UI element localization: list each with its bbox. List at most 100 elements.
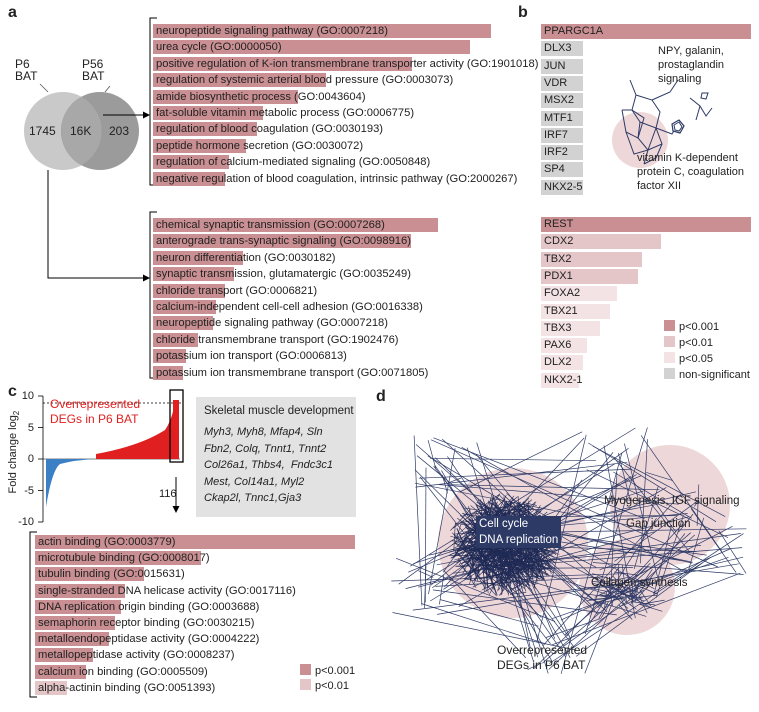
go-term-label: metallopeptidase activity (GO:0008237): [38, 649, 235, 662]
tf-item-row: TBX2: [541, 251, 642, 267]
go-term-bar: [153, 332, 198, 347]
cluster-1-label: Cell cycle DNA replication: [476, 516, 562, 548]
tf-item-label: DLX2: [544, 356, 572, 369]
go-term-label: negative regulation of blood coagulation…: [156, 172, 518, 185]
legend-label: p<0.001: [679, 321, 720, 333]
go-term-bar: [153, 40, 470, 55]
go-term-bar: [153, 267, 234, 282]
go-term-row: synaptic transmission, glutamatergic (GO…: [153, 267, 411, 282]
legend-label: p<0.01: [679, 337, 713, 349]
panel-b-note-2: vitamin K-dependent protein C, coagulati…: [637, 152, 745, 192]
tf-item-label: IRF7: [544, 128, 568, 141]
go-term-bar: [35, 551, 201, 566]
tf-item-bar: [541, 320, 600, 336]
tf-item-row: IRF7: [541, 127, 583, 143]
tf-item-label: PAX6: [544, 339, 572, 352]
tf-item-row: REST: [541, 217, 751, 232]
go-term-row: metalloendopeptidase activity (GO:000422…: [35, 632, 259, 647]
legend-swatch: [664, 320, 675, 331]
go-term-row: metallopeptidase activity (GO:0008237): [35, 648, 235, 663]
legend-item: p<0.05: [664, 352, 713, 366]
go-term-row: amide biosynthetic process (GO:0043604): [153, 89, 366, 104]
go-term-bar: [35, 632, 109, 647]
go-term-row: neuropeptide signaling pathway (GO:00072…: [153, 24, 491, 38]
go-term-label: amide biosynthetic process (GO:0043604): [156, 90, 366, 103]
go-term-label: neuron differentiation (GO:0030182): [156, 251, 336, 264]
tf-item-bar: [541, 145, 583, 161]
tf-item-row: MSX2: [541, 93, 583, 109]
legend-item: p<0.001: [664, 320, 719, 334]
go-term-label: calcium-independent cell-cell adhesion (…: [156, 301, 423, 313]
tf-item-row: FOXA2: [541, 286, 617, 302]
legend-item: non-significant: [664, 368, 750, 382]
tf-item-label: MSX2: [544, 94, 574, 107]
tf-item-bar: [541, 372, 579, 388]
go-term-row: potassium ion transmembrane transport (G…: [153, 365, 429, 380]
tf-item-label: TBX2: [544, 252, 572, 265]
y-tick-label: -5: [24, 484, 34, 497]
tf-item-bar: [541, 303, 610, 319]
go-term-row: chloride transmembrane transport (GO:190…: [153, 332, 399, 347]
go-term-bar: [35, 583, 125, 598]
go-term-label: positive regulation of K-ion transmembra…: [156, 57, 539, 70]
tf-item-row: NKX2-1: [541, 372, 583, 388]
go-term-row: positive regulation of K-ion transmembra…: [153, 56, 539, 71]
tf-item-label: VDR: [544, 76, 568, 89]
go-term-row: calcium-independent cell-cell adhesion (…: [153, 300, 423, 314]
tf-item-label: PPARGC1A: [544, 25, 604, 37]
gene-box: Skeletal muscle development Myh3, Myh8, …: [196, 397, 356, 517]
tf-item-row: MTF1: [541, 110, 583, 126]
panel-b-letter: b: [518, 4, 528, 21]
go-term-label: single-stranded DNA helicase activity (G…: [38, 584, 296, 597]
tf-item-bar: [541, 93, 583, 109]
tf-item-bar: [541, 127, 583, 143]
tf-item-label: TBX3: [544, 321, 572, 334]
tf-item-row: SP4: [541, 162, 583, 178]
go-term-label: potassium ion transmembrane transport (G…: [156, 366, 429, 379]
go-term-bar: [153, 56, 412, 71]
go-term-row: anterograde trans-synaptic signaling (GO…: [153, 234, 411, 249]
legend-item: p<0.01: [300, 679, 349, 693]
go-term-bar: [153, 122, 257, 137]
go-term-bar: [35, 599, 121, 614]
legend-item: p<0.001: [300, 664, 355, 678]
go-term-row: single-stranded DNA helicase activity (G…: [35, 583, 296, 598]
go-term-label: anterograde trans-synaptic signaling (GO…: [156, 235, 411, 248]
tf-item-bar: [541, 286, 617, 302]
go-term-row: regulation of systemic arterial blood pr…: [153, 73, 453, 88]
go-term-row: regulation of blood coagulation (GO:0030…: [153, 122, 383, 137]
go-term-bar: [153, 283, 225, 298]
top-deg-box: [169, 389, 184, 463]
tf-item-bar: [541, 338, 587, 354]
y-tick-label: 5: [27, 421, 34, 434]
go-term-bar: [35, 567, 144, 582]
tf-item-label: PDX1: [544, 269, 573, 282]
y-tick-label: -10: [18, 516, 34, 528]
go-term-bar: [153, 349, 186, 364]
go-term-row: urea cycle (GO:0000050): [153, 40, 470, 55]
cluster-4-label: Collagen synthesis: [591, 577, 688, 589]
legend-label: p<0.001: [315, 665, 356, 677]
venn-left-count: 1745: [29, 124, 56, 138]
negative-fc-area: [46, 459, 95, 507]
tf-item-bar: [541, 251, 642, 267]
go-term-bar: [153, 155, 229, 170]
legend-swatch: [664, 336, 675, 347]
go-term-row: potassium ion transport (GO:0006813): [153, 349, 347, 364]
venn-right-label: P56 BAT: [82, 57, 105, 83]
tf-item-label: CDX2: [544, 235, 574, 248]
tf-item-bar: [541, 41, 583, 57]
legend-label: non-significant: [679, 369, 750, 381]
tf-item-row: IRF2: [541, 145, 583, 161]
go-term-bar: [35, 648, 93, 663]
tf-item-row: PDX1: [541, 268, 638, 284]
panel-b-network: [612, 79, 713, 168]
go-term-bar: [153, 365, 183, 380]
go-term-bar: [153, 89, 298, 104]
go-term-label: calcium ion binding (GO:0005509): [38, 665, 208, 678]
tf-item-label: DLX3: [544, 42, 572, 55]
tf-item-label: TBX21: [544, 304, 578, 317]
go-term-label: DNA replication origin binding (GO:00036…: [38, 600, 260, 613]
tf-item-bar: [541, 110, 583, 126]
y-tick-label: 10: [21, 390, 34, 402]
